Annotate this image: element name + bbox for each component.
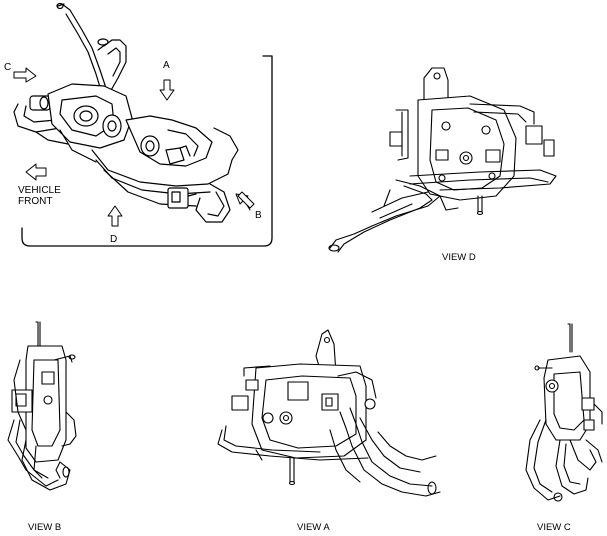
arrow-a-icon (159, 79, 175, 101)
arrow-c-icon (13, 67, 37, 83)
view-d-drawing (328, 67, 557, 253)
view-b-title: VIEW B (28, 522, 62, 533)
callout-label-b: B (255, 210, 262, 221)
view-a-title: VIEW A (297, 522, 330, 533)
vehicle-front-label: VEHICLE FRONT (18, 185, 61, 207)
main-assembly-frame (21, 55, 273, 247)
arrow-d-icon (107, 205, 123, 227)
arrow-front-icon (25, 163, 47, 181)
callout-label-d: D (110, 234, 118, 245)
view-c-drawing (525, 323, 603, 502)
view-a-drawing (217, 329, 441, 497)
view-b-drawing (7, 321, 77, 491)
main-assembly-view (13, 2, 239, 223)
callout-label-a: A (163, 60, 170, 71)
arrow-b-shaft-icon (237, 191, 255, 209)
view-c-title: VIEW C (537, 522, 571, 533)
direction-arrows (13, 67, 255, 227)
callout-label-c: C (4, 62, 12, 73)
view-d-title: VIEW D (442, 252, 476, 263)
